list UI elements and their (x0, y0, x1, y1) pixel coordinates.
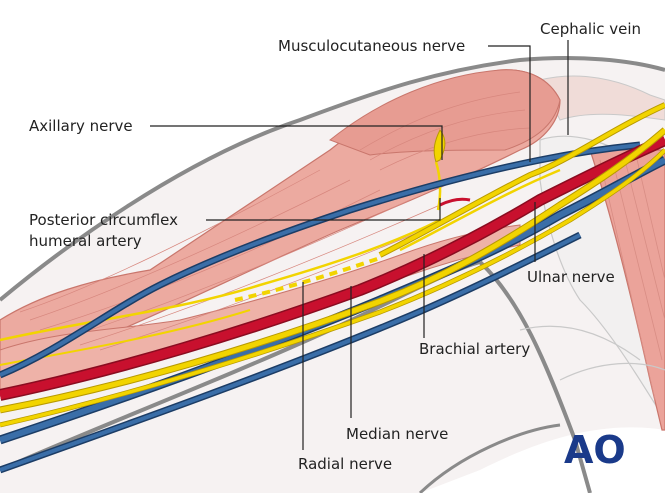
label-median-nerve: Median nerve (346, 425, 448, 443)
label-radial-nerve: Radial nerve (298, 455, 392, 473)
leader-posterior-circumflex (206, 198, 441, 221)
label-ulnar-nerve: Ulnar nerve (527, 268, 615, 286)
label-axillary-nerve: Axillary nerve (29, 117, 133, 135)
cephalic-vein (0, 141, 641, 379)
neurovascular-bundle (0, 102, 665, 474)
ao-logo-text: AO (564, 428, 626, 472)
leader-musculocutaneous (488, 45, 531, 162)
label-musculocutaneous-nerve: Musculocutaneous nerve (278, 37, 465, 55)
leader-axillary (150, 125, 443, 160)
arm-muscles (0, 69, 561, 391)
ao-logo: AO (564, 428, 626, 472)
leader-lines (150, 40, 569, 450)
label-posterior-circumflex-line1: Posterior circumflex (29, 211, 178, 229)
label-brachial-artery: Brachial artery (419, 340, 530, 358)
radial-nerve-dashed (234, 256, 381, 302)
labels: Musculocutaneous nerve Cephalic vein Axi… (29, 20, 641, 473)
label-cephalic-vein: Cephalic vein (540, 20, 641, 38)
label-posterior-circumflex-line2: humeral artery (29, 232, 142, 250)
